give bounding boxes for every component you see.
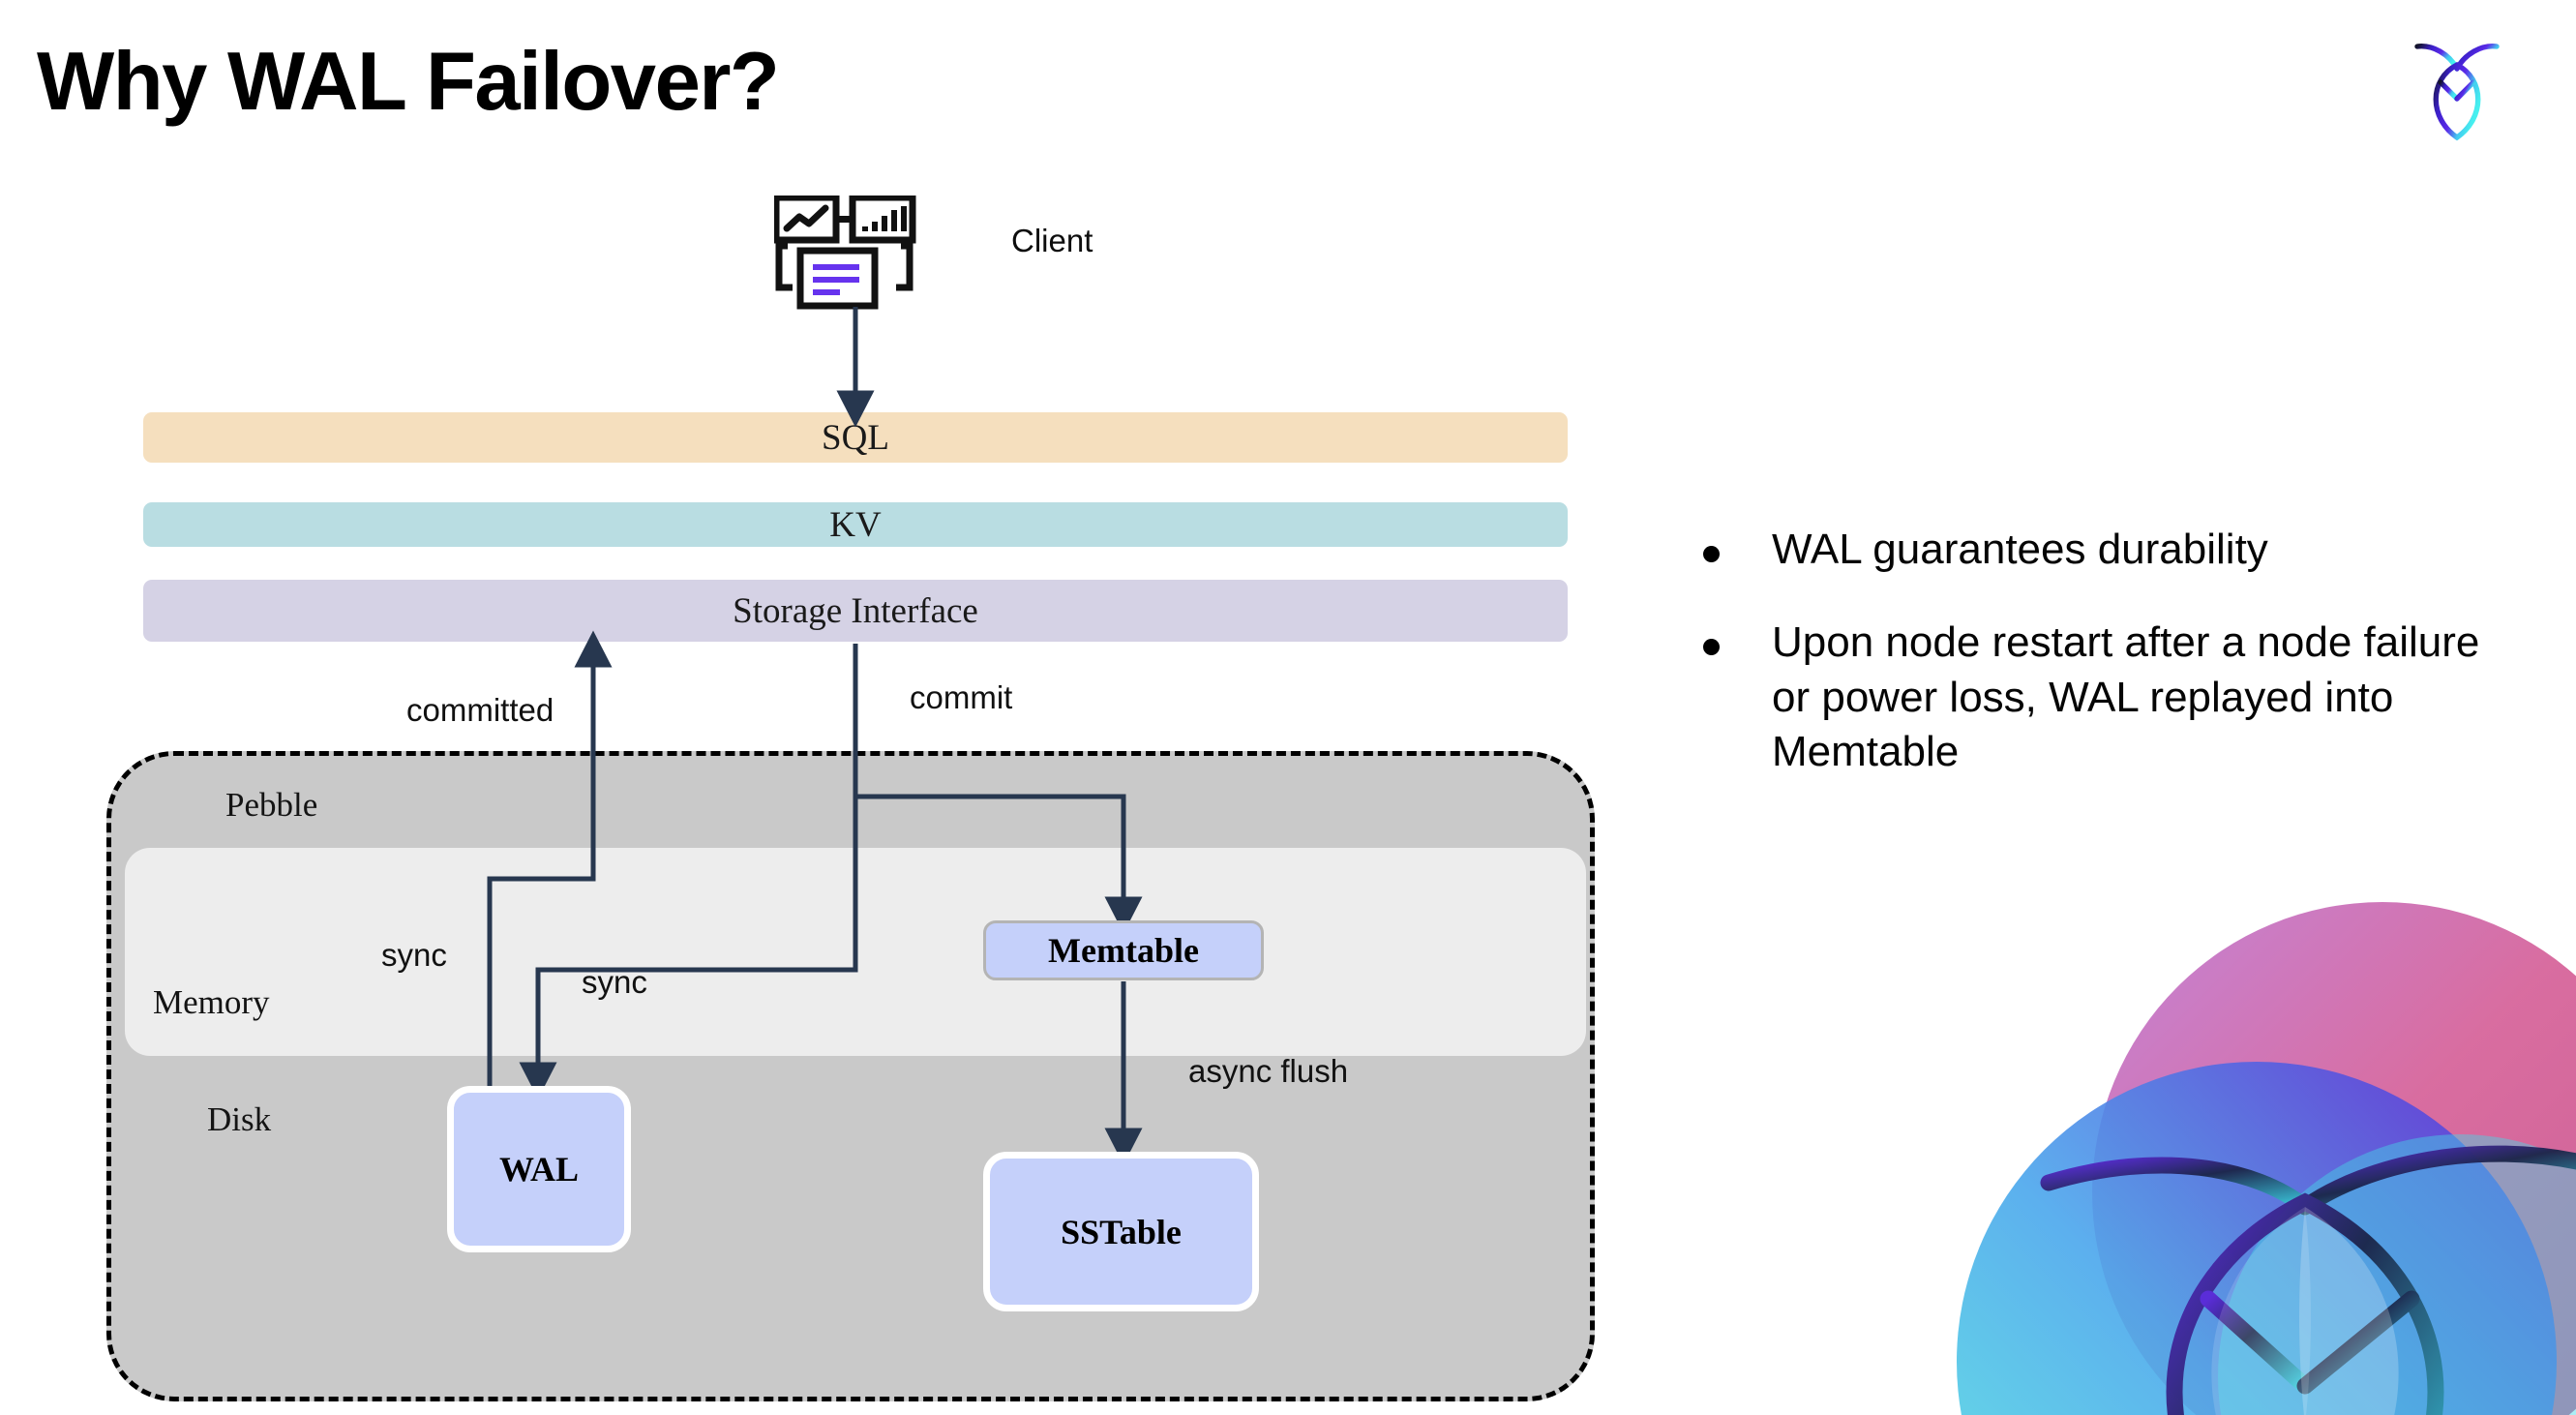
node-sstable-label: SSTable xyxy=(1061,1212,1182,1251)
layer-storage-interface: Storage Interface xyxy=(143,580,1568,642)
node-memtable: Memtable xyxy=(983,920,1264,980)
edge-label-sync-left: sync xyxy=(381,937,447,973)
decorative-circles xyxy=(1841,873,2576,1415)
edge-label-commit: commit xyxy=(910,679,1013,715)
pebble-container xyxy=(106,751,1595,1401)
bullet-text: WAL guarantees durability xyxy=(1772,526,2268,573)
memory-zone-panel xyxy=(125,848,1586,1056)
layer-kv: KV xyxy=(143,502,1568,547)
list-item: WAL guarantees durability xyxy=(1703,523,2497,577)
edge-label-committed: committed xyxy=(406,692,554,728)
list-item: Upon node restart after a node failure o… xyxy=(1703,616,2497,779)
layer-kv-label: KV xyxy=(829,504,882,545)
layer-storage-label: Storage Interface xyxy=(733,590,978,631)
node-wal: WAL xyxy=(447,1086,631,1252)
page-title: Why WAL Failover? xyxy=(37,36,780,128)
client-dashboard-icon xyxy=(772,194,929,312)
edge-label-async-flush: async flush xyxy=(1188,1053,1349,1089)
bullet-dot-icon xyxy=(1703,546,1720,562)
bullet-list: WAL guarantees durability Upon node rest… xyxy=(1703,523,2497,818)
layer-sql: SQL xyxy=(143,412,1568,463)
cockroachdb-logo xyxy=(2404,29,2510,145)
memory-label: Memory xyxy=(153,983,270,1021)
layer-sql-label: SQL xyxy=(822,417,889,458)
bullet-text: Upon node restart after a node failure o… xyxy=(1772,618,2480,775)
pebble-label: Pebble xyxy=(225,786,318,824)
node-memtable-label: Memtable xyxy=(1048,931,1199,970)
disk-label: Disk xyxy=(207,1100,272,1138)
edge-label-sync-right: sync xyxy=(582,964,647,1000)
client-label: Client xyxy=(1011,223,1093,258)
node-sstable: SSTable xyxy=(983,1152,1259,1311)
bullet-dot-icon xyxy=(1703,639,1720,656)
node-wal-label: WAL xyxy=(498,1150,580,1189)
